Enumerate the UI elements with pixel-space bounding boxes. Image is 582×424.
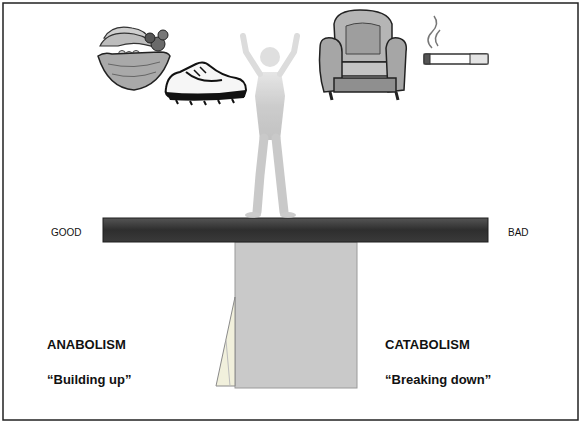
cigarette-icon xyxy=(424,16,488,64)
process-heading: ANABOLISM xyxy=(47,338,126,352)
frame-border xyxy=(3,3,578,420)
fulcrum-block xyxy=(235,242,357,388)
wedge-shade xyxy=(226,340,230,386)
process-description: “Breaking down” xyxy=(385,373,491,387)
fruit-bowl xyxy=(98,27,170,90)
person-silhouette xyxy=(243,36,297,218)
process-description: “Building up” xyxy=(47,373,131,387)
balance-beam xyxy=(103,218,488,242)
process-heading: CATABOLISM xyxy=(385,338,470,352)
scale-end-label: GOOD xyxy=(51,227,82,238)
scale-end-label: BAD xyxy=(508,227,529,238)
fulcrum-wedge xyxy=(216,297,235,386)
armchair-icon xyxy=(320,10,407,100)
sneaker-icon xyxy=(166,62,246,105)
